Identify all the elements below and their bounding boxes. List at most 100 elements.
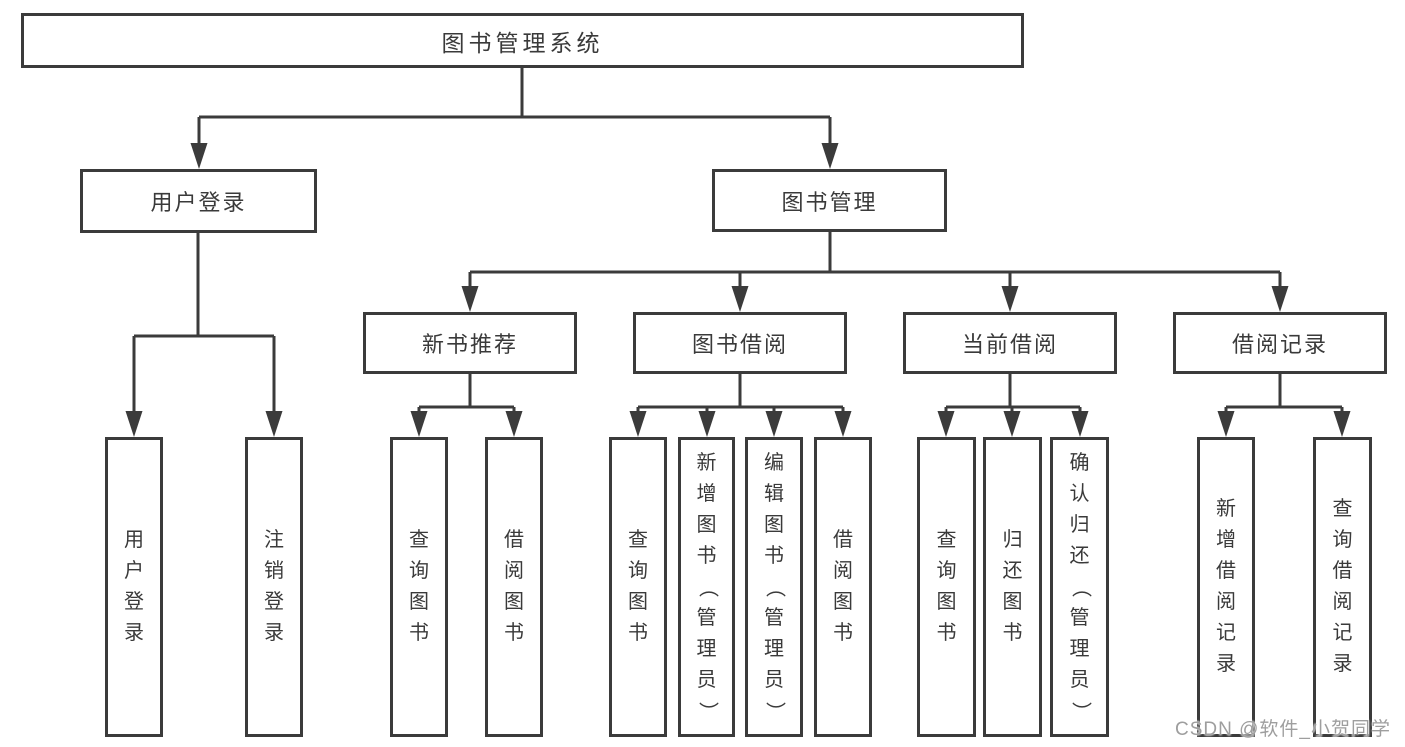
arrowhead (1271, 286, 1289, 312)
leaf-label-char: 图 (504, 591, 524, 613)
arrowhead (731, 286, 749, 312)
leaf-rec-query-books: 查询图书 (390, 437, 448, 737)
leaf-label-char: 记 (1332, 622, 1353, 644)
leaf-label-char: 图 (833, 591, 853, 613)
leaf-label-char: （ (763, 577, 786, 597)
leaf-label-char: 查 (409, 529, 429, 551)
leaf-label-char: 录 (1216, 653, 1236, 675)
leaf-label-char: 图 (409, 591, 429, 613)
arrowhead (698, 411, 716, 437)
node-borrowing-records: 借阅记录 (1173, 312, 1387, 374)
leaf-label-char: 借 (1332, 560, 1353, 582)
leaf-label: 查询图书 (937, 525, 957, 649)
node-label: 用户登录 (150, 190, 247, 215)
leaf-label-char: 图 (628, 591, 648, 613)
leaf-label-char: 用 (124, 529, 144, 551)
leaf-label-char: 还 (1002, 560, 1023, 582)
leaf-label-char: 新 (1216, 498, 1236, 520)
connector-book-management-to-level3 (461, 232, 1289, 312)
leaf-label-char: 录 (1332, 653, 1353, 675)
leaf-label-char: 录 (264, 622, 284, 644)
leaf-label-char: 员 (696, 668, 717, 691)
leaf-label-char: 查 (1332, 498, 1353, 520)
leaf-label-char: 书 (764, 544, 784, 567)
leaf-label-char: 图 (696, 513, 717, 536)
leaf-label-char: 登 (124, 591, 144, 613)
leaf-label-char: 增 (1216, 529, 1236, 551)
leaf-label-char: 询 (628, 560, 648, 582)
leaf-label-char: 书 (696, 544, 717, 567)
leaf-label-char: 员 (1069, 668, 1090, 691)
leaf-label-char: （ (1069, 577, 1091, 597)
leaf-label-char: 书 (409, 622, 429, 644)
arrowhead (505, 411, 523, 437)
leaf-label-char: 查 (936, 529, 957, 551)
node-user-login: 用户登录 (80, 169, 317, 233)
leaf-edit-books-admin: 编辑图书（管理员） (745, 437, 803, 737)
arrowhead (1003, 411, 1021, 437)
leaf-label-char: 记 (1216, 622, 1236, 644)
leaf-borrow-books: 借阅图书 (814, 437, 872, 737)
node-label: 图书管理 (781, 189, 878, 215)
leaf-label-char: 确 (1069, 451, 1090, 474)
leaf-label-char: 归 (1002, 529, 1023, 551)
leaf-label: 新增借阅记录 (1216, 494, 1236, 680)
leaf-return-books: 归还图书 (983, 437, 1042, 737)
leaf-label-char: 户 (124, 560, 144, 582)
leaf-label-char: 注 (264, 529, 284, 551)
leaf-label: 归还图书 (1003, 525, 1023, 649)
leaf-label-char: 新 (696, 451, 717, 474)
connector-book-borrow-to-leaves (629, 374, 852, 437)
node-label: 当前借阅 (961, 332, 1058, 357)
leaf-label-char: 理 (764, 637, 784, 660)
leaf-rec-borrow-books: 借阅图书 (485, 437, 543, 737)
node-label: 图书管理系统 (441, 29, 604, 56)
leaf-label-char: 编 (764, 451, 784, 474)
node-label: 新书推荐 (421, 332, 518, 357)
leaf-label-char: 阅 (504, 560, 524, 582)
connector-user-login-to-leaves (125, 233, 283, 437)
leaf-current-query-books: 查询图书 (917, 437, 976, 737)
leaf-label-char: 阅 (833, 560, 853, 582)
leaf-label-char: 还 (1069, 544, 1090, 567)
leaf-label-char: 图 (764, 513, 784, 536)
leaf-label-char: 询 (936, 560, 957, 582)
arrowhead (1333, 411, 1351, 437)
arrowhead (765, 411, 783, 437)
node-book-borrowing: 图书借阅 (633, 312, 847, 374)
leaf-label-char: 书 (504, 622, 524, 644)
leaf-label-char: ） (696, 701, 718, 721)
leaf-label: 确认归还（管理员） (1069, 448, 1091, 727)
arrowhead (1071, 411, 1089, 437)
leaf-label-char: ） (1069, 701, 1091, 721)
node-book-management: 图书管理 (712, 169, 947, 232)
leaf-label-char: 查 (628, 529, 648, 551)
arrowhead (629, 411, 647, 437)
leaf-label: 查询图书 (409, 525, 429, 649)
leaf-label-char: 询 (409, 560, 429, 582)
leaf-label-char: 理 (1069, 637, 1090, 660)
leaf-label-char: 管 (764, 606, 784, 629)
leaf-add-borrow-record: 新增借阅记录 (1197, 437, 1255, 737)
leaf-label-char: 阅 (1332, 591, 1353, 613)
leaf-label-char: 登 (264, 591, 284, 613)
arrowhead (190, 143, 208, 169)
node-new-book-recommendation: 新书推荐 (363, 312, 577, 374)
arrowhead (125, 411, 143, 437)
arrowhead (937, 411, 955, 437)
leaf-label-char: 员 (764, 668, 784, 691)
leaf-confirm-return-admin: 确认归还（管理员） (1050, 437, 1109, 737)
arrowhead (410, 411, 428, 437)
connector-borrow-records-to-leaves (1217, 374, 1351, 437)
node-label: 借阅记录 (1231, 332, 1328, 357)
leaf-label-char: 询 (1332, 529, 1353, 551)
leaf-label-char: 书 (1002, 622, 1023, 644)
arrowhead (834, 411, 852, 437)
leaf-label-char: （ (696, 577, 718, 597)
arrowhead (265, 411, 283, 437)
csdn-watermark: CSDN @软件_小贺同学 (1175, 719, 1391, 740)
leaf-label-char: 理 (696, 637, 717, 660)
leaf-label: 查询图书 (628, 525, 648, 649)
